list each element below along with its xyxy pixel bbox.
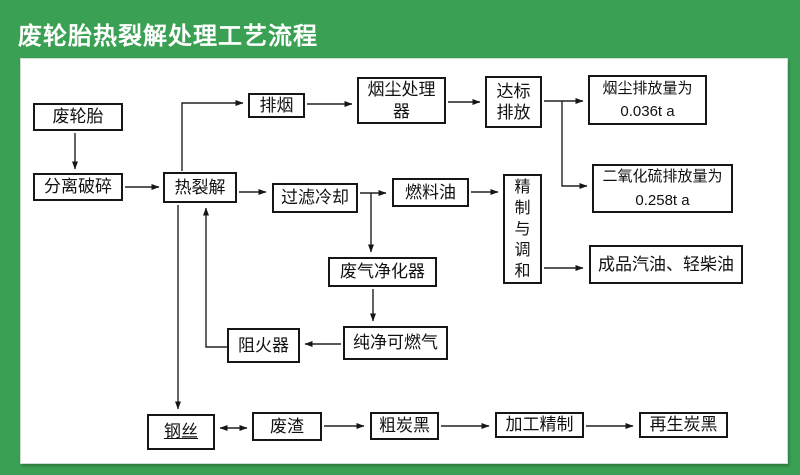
node-refine-blend: 精 制 与 调 和: [503, 174, 542, 284]
node-finished-oil: 成品汽油、轻柴油: [589, 245, 743, 284]
node-so2-emission: 二氧化硫排放量为 0.258t a: [592, 164, 733, 213]
node-gas-purifier: 废气净化器: [328, 257, 437, 287]
node-separate-crush: 分离破碎: [33, 173, 123, 201]
node-waste-tire: 废轮胎: [33, 103, 123, 131]
node-regen-carbon-black: 再生炭黑: [639, 412, 728, 438]
node-crude-carbon-black: 粗炭黑: [370, 412, 439, 440]
node-smoke-exhaust: 排烟: [248, 93, 305, 118]
node-filter-cooling: 过滤冷却: [272, 183, 358, 213]
node-fuel-oil: 燃料油: [392, 178, 469, 207]
node-processing-refine: 加工精制: [495, 412, 584, 438]
page-title: 废轮胎热裂解处理工艺流程: [18, 23, 318, 50]
node-steel-wire: 钢丝: [147, 414, 215, 450]
node-waste-residue: 废渣: [252, 412, 322, 441]
node-flame-arrester: 阻火器: [227, 328, 300, 363]
node-dust-processor: 烟尘处理 器: [357, 77, 446, 124]
node-dust-emission: 烟尘排放量为 0.036t a: [588, 75, 707, 125]
node-standard-discharge: 达标 排放: [485, 76, 542, 128]
node-pure-gas: 纯净可燃气: [343, 326, 448, 360]
node-pyrolysis: 热裂解: [163, 172, 237, 203]
